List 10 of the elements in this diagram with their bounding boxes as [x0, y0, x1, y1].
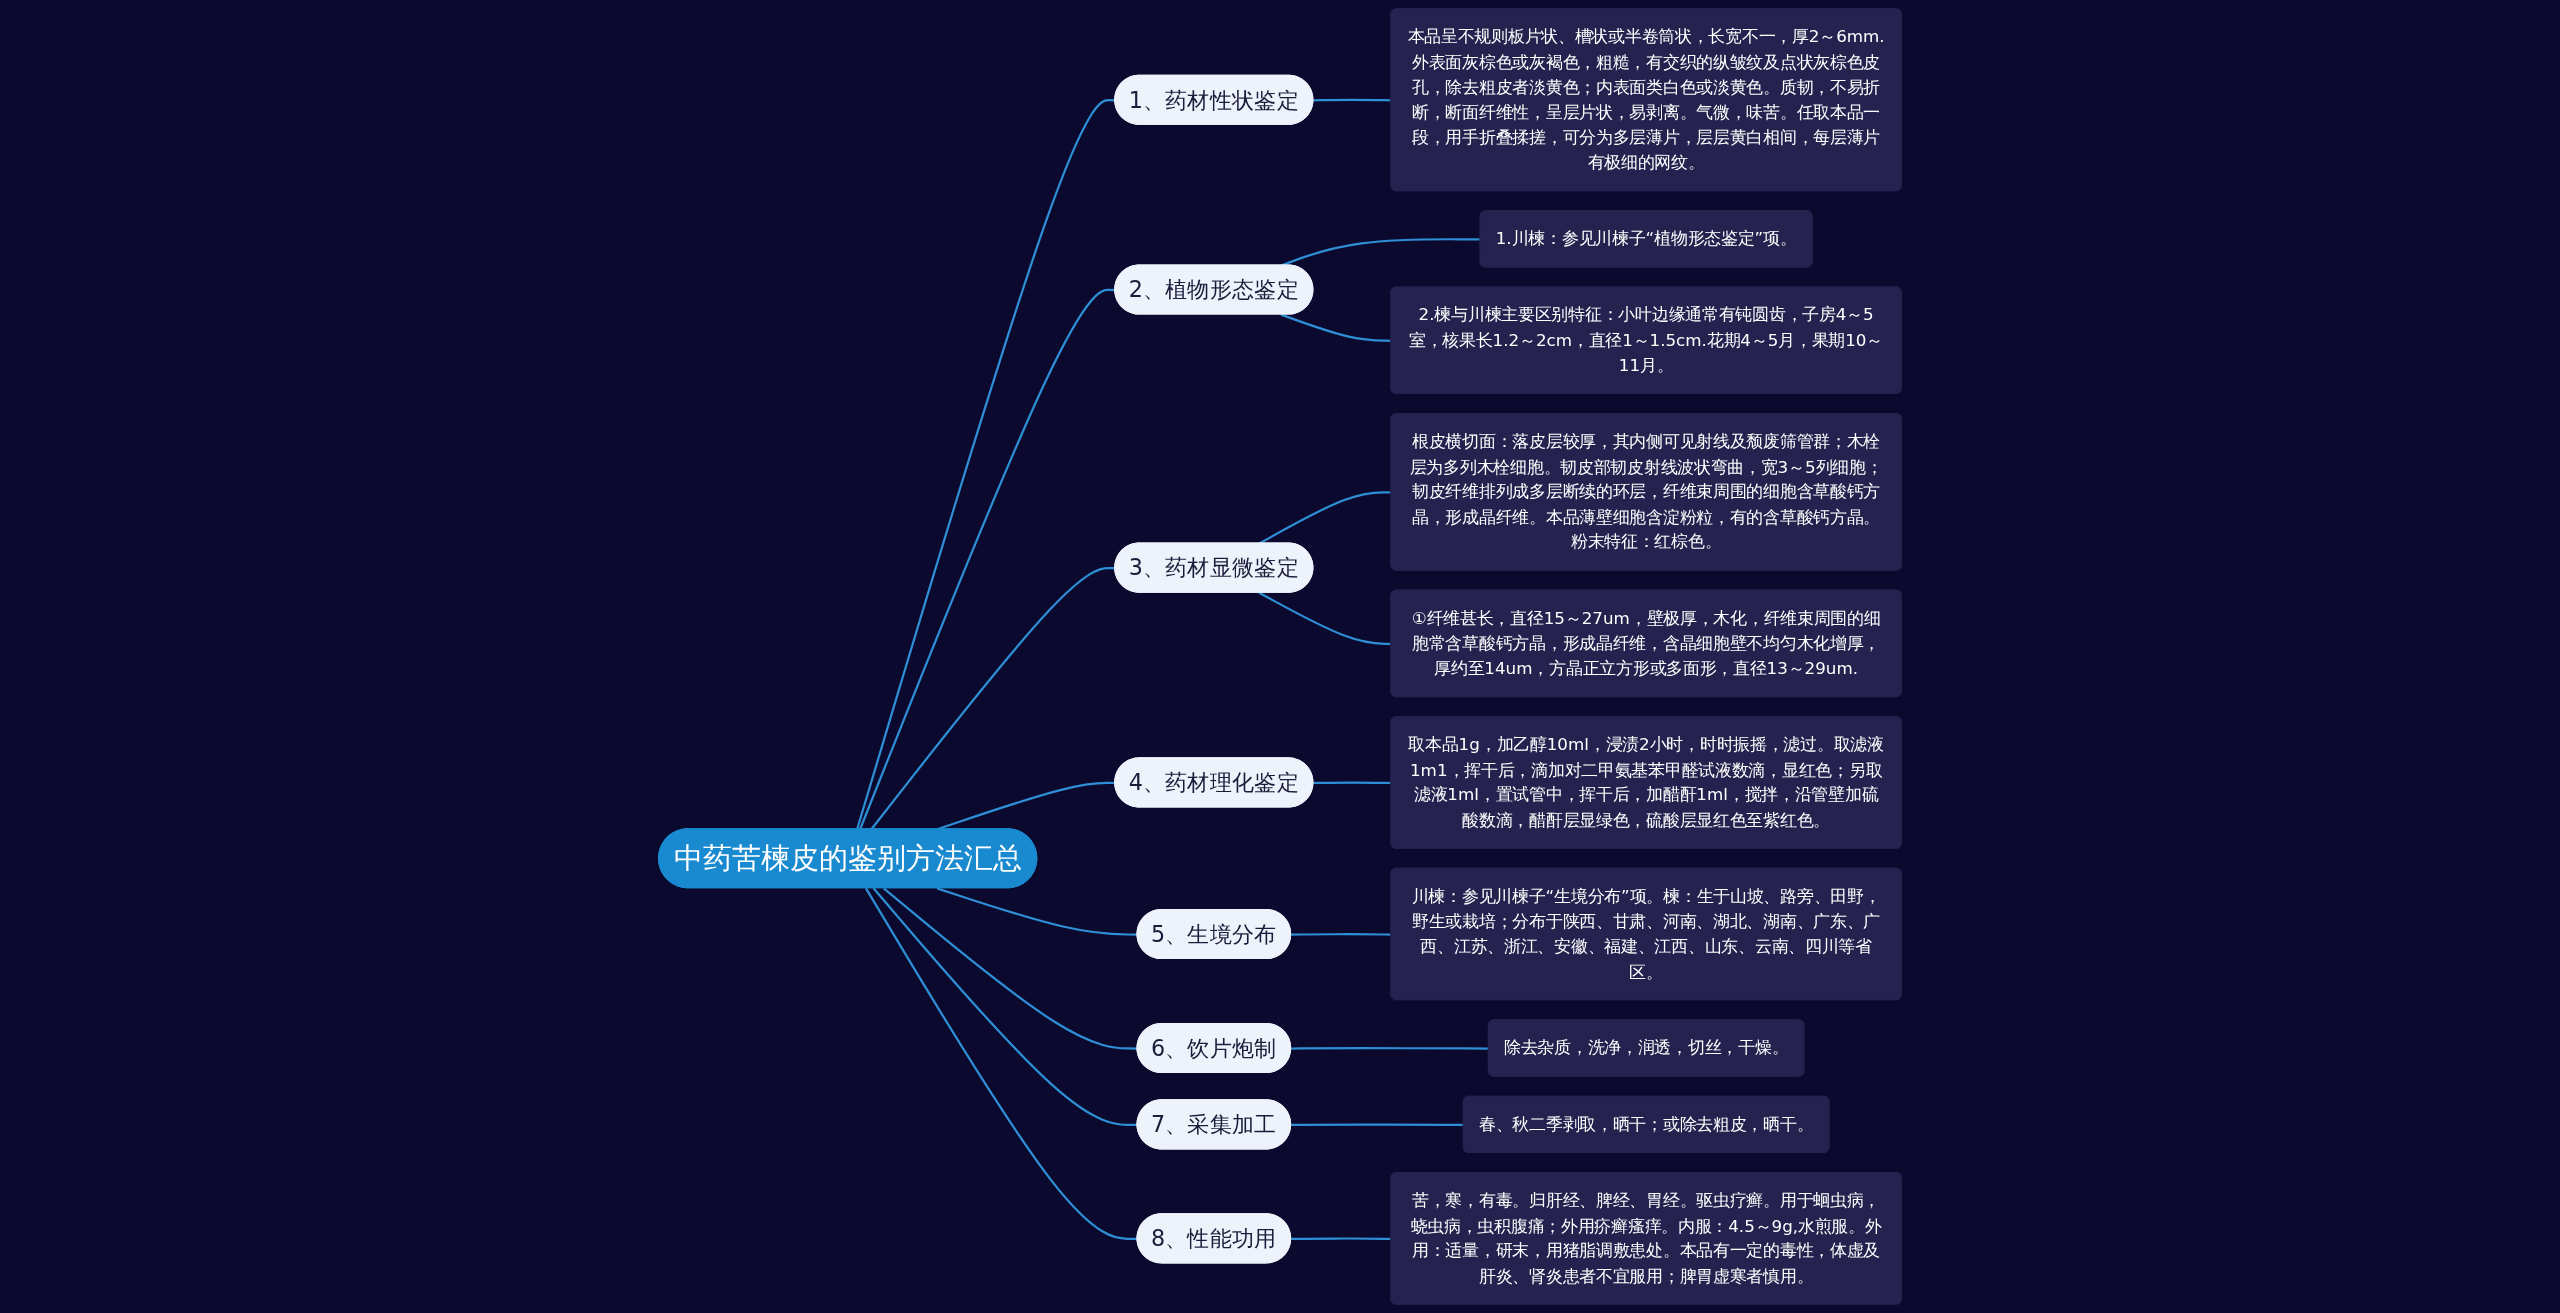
- connector: [865, 887, 1138, 1240]
- connector: [936, 887, 1138, 936]
- connector: [883, 887, 1138, 1050]
- connector: [859, 288, 1116, 830]
- connector: [870, 566, 1116, 830]
- connector: [1291, 1123, 1464, 1127]
- connector: [1280, 238, 1481, 267]
- connector: [872, 887, 1138, 1127]
- connector: [1291, 1047, 1489, 1050]
- connector: [856, 99, 1116, 830]
